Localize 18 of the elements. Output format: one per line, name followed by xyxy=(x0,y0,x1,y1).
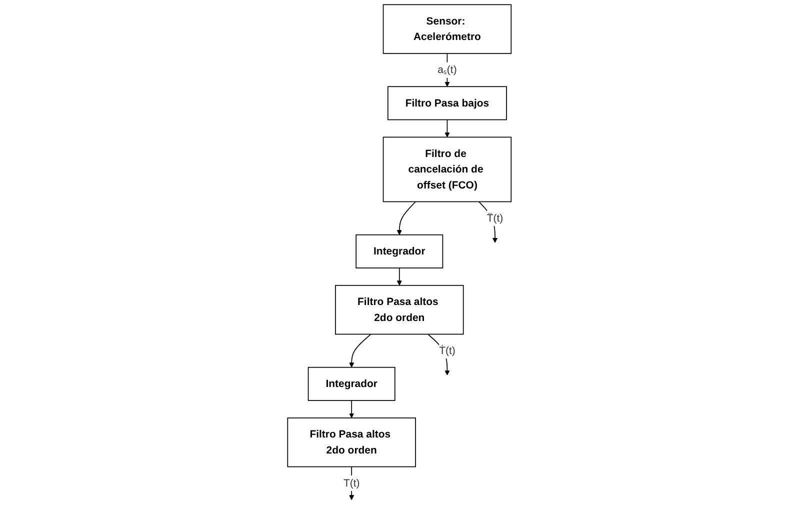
node-box: Integrador xyxy=(308,366,396,401)
arrow xyxy=(397,201,416,236)
node-box: Filtro Pasa altos 2do orden xyxy=(335,284,464,335)
node-box: Sensor: Acelerómetro xyxy=(383,4,512,54)
arrow xyxy=(349,334,372,368)
node-box: Filtro Pasa bajos xyxy=(388,86,508,120)
node-box: Filtro de cancelación de offset (FCO) xyxy=(383,136,512,202)
edge-label: T(t) xyxy=(344,477,360,489)
arrow xyxy=(397,268,402,286)
edge-label: aₛ(t) xyxy=(438,64,458,76)
edge-label: Ṫ(t) xyxy=(440,344,456,356)
arrow xyxy=(428,334,450,376)
edge-label: T̈(t) xyxy=(487,212,504,224)
node-box: Integrador xyxy=(356,234,444,268)
arrow xyxy=(349,400,355,418)
arrow xyxy=(478,201,498,243)
arrow xyxy=(445,119,450,138)
node-box: Filtro Pasa altos 2do orden xyxy=(288,418,416,468)
